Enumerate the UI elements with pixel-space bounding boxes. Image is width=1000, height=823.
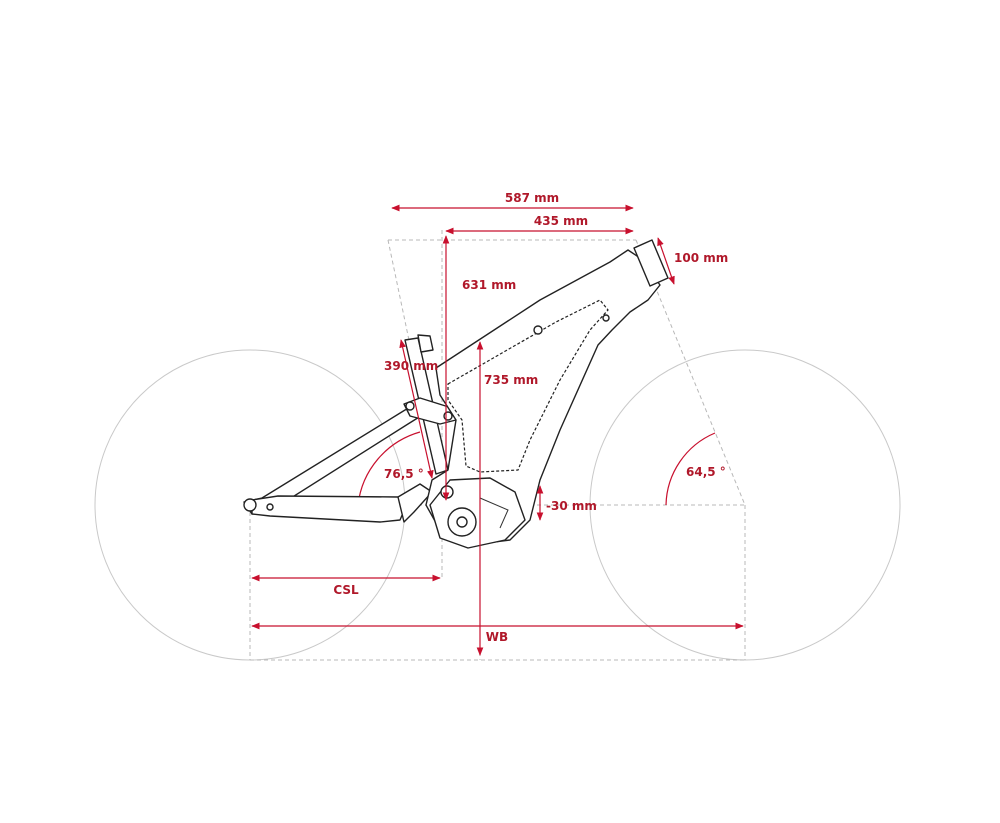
main-frame (425, 249, 661, 546)
seattube-390-line (399, 339, 434, 479)
height-label: 735 mm (484, 373, 538, 387)
headtube-100-line (657, 237, 675, 285)
stack-label: 631 mm (462, 278, 516, 292)
reach-435-label: 435 mm (534, 214, 588, 228)
headtube-label: 100 mm (674, 251, 728, 265)
head-angle-label: 64,5 ° (686, 465, 726, 479)
csl-label: CSL (333, 583, 359, 597)
rear-triangle (243, 403, 433, 523)
seat-angle-label: 76,5 ° (384, 467, 424, 481)
wb-label: WB (486, 630, 508, 644)
dimension-lines (251, 204, 744, 656)
seattube-label: 390 mm (384, 359, 438, 373)
bb-drop-label: -30 mm (546, 499, 597, 513)
head-angle-arc (665, 432, 716, 506)
reach-587-label: 587 mm (505, 191, 559, 205)
